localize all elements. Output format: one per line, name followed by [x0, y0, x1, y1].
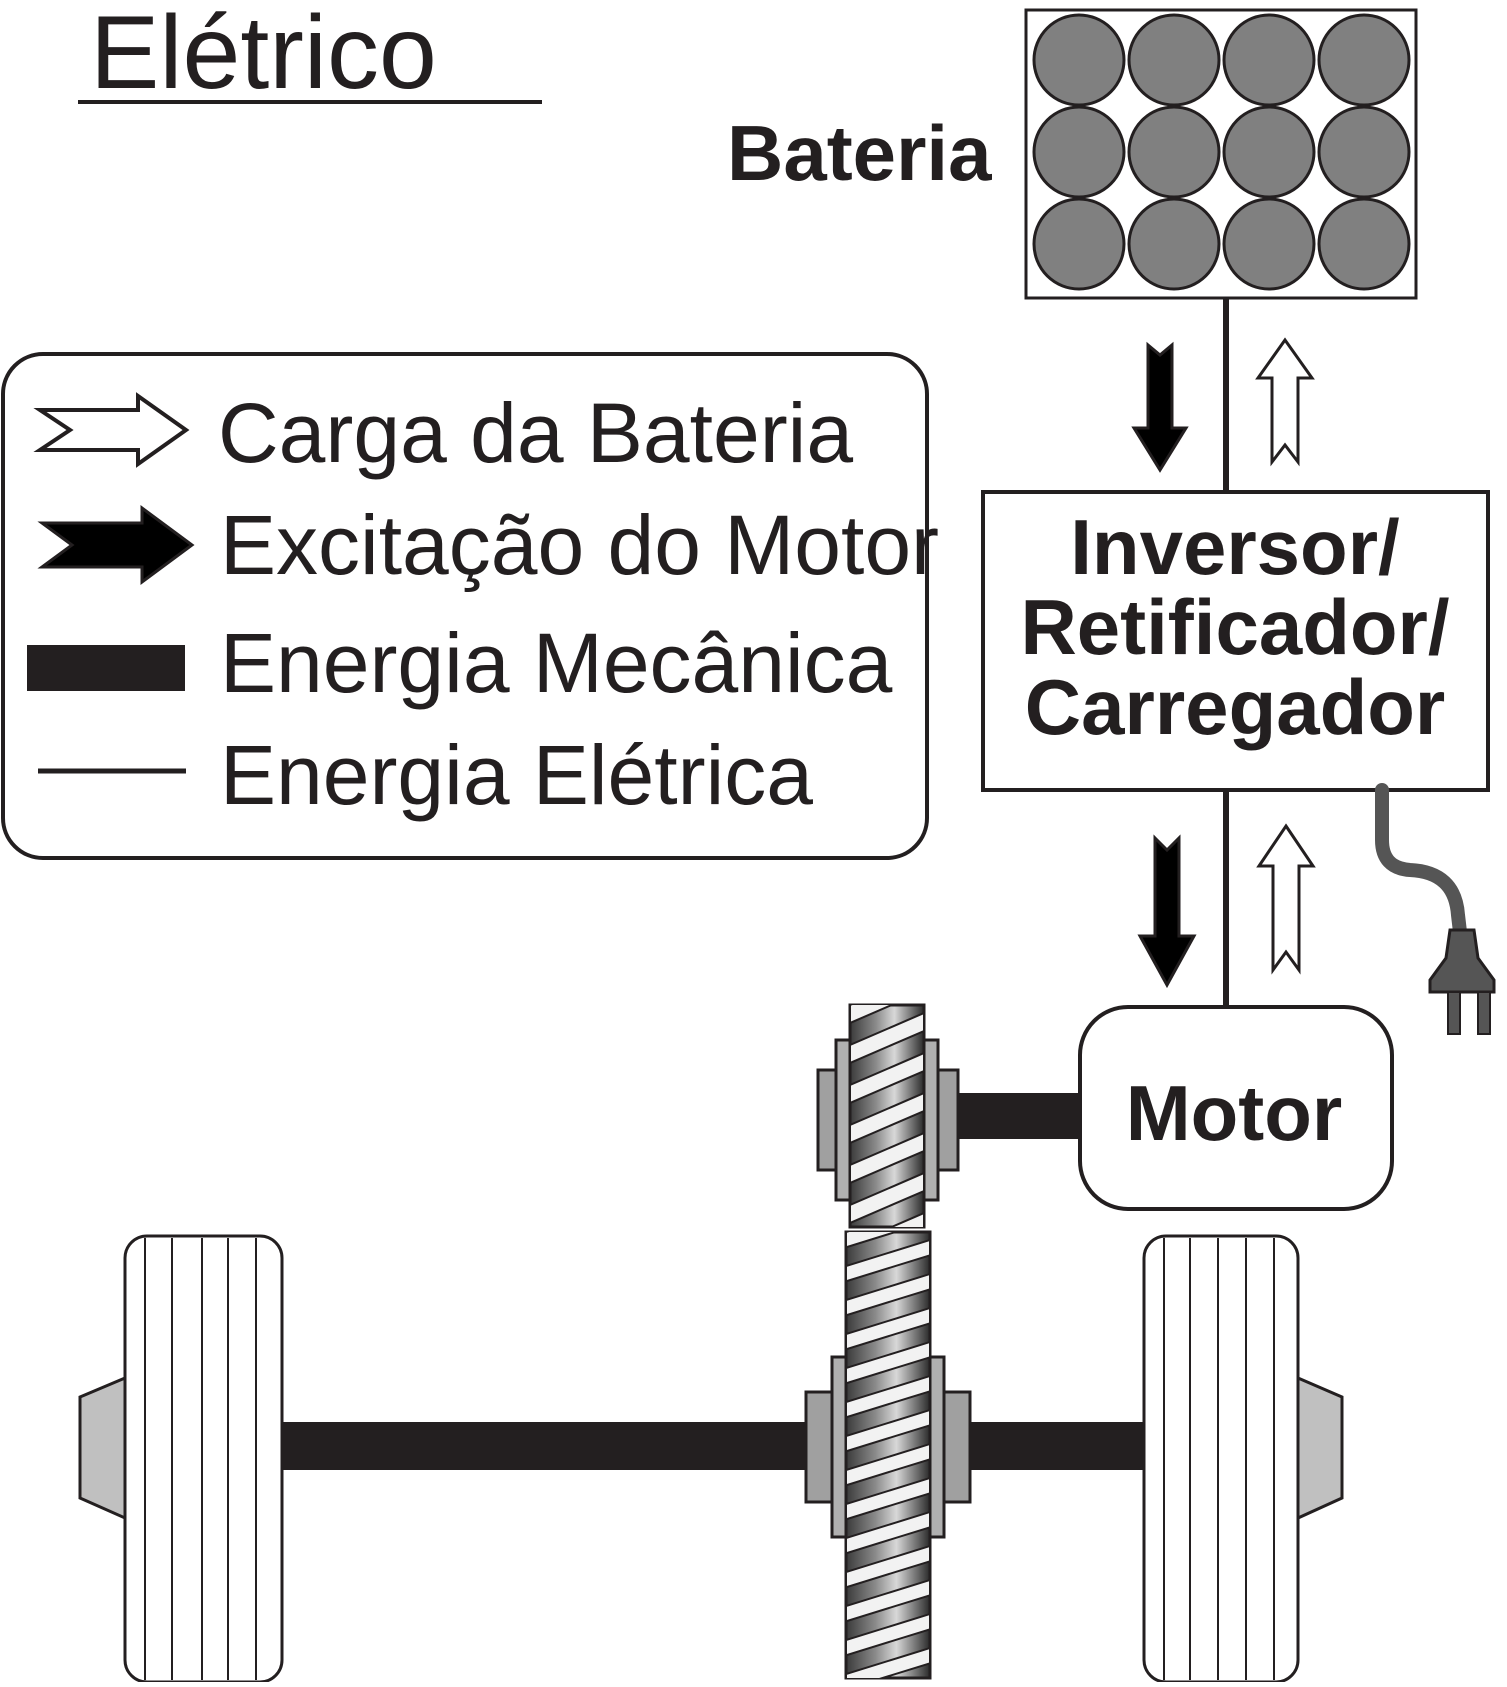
battery-cell [1127, 13, 1221, 107]
left-hub [78, 1375, 127, 1521]
gear-tooth [850, 1005, 895, 1025]
gear-tooth [850, 1051, 924, 1105]
legend-label-electrical-energy: Energia Elétrica [220, 728, 813, 822]
battery-cell [1032, 13, 1126, 107]
battery-cell [1127, 197, 1221, 291]
inverter-box: Inversor/ Retificador/ Carregador [981, 490, 1490, 792]
gear-tooth [850, 1171, 924, 1225]
pinion-gear [816, 1003, 960, 1229]
thick-bar-icon [27, 645, 185, 691]
battery-cell [1317, 13, 1411, 107]
gear-tooth [846, 1272, 930, 1317]
gear-tooth [846, 1510, 930, 1555]
gear-tooth [846, 1476, 930, 1521]
gear-tooth [846, 1612, 930, 1657]
battery-cells [1032, 13, 1411, 291]
gear-tooth [846, 1544, 930, 1589]
gear-tooth [846, 1646, 930, 1678]
motor-shaft [958, 1093, 1082, 1139]
hollow-arrow-up-icon [1256, 823, 1316, 975]
battery-cell [1127, 105, 1221, 199]
plug-icon [1375, 783, 1496, 1035]
inverter-label-line3: Carregador [1025, 663, 1445, 751]
right-wheel-tread [1163, 1238, 1275, 1680]
gear-tooth [846, 1238, 930, 1283]
axle [78, 1234, 1344, 1684]
gear-tooth [846, 1578, 930, 1623]
battery-cell [1222, 13, 1316, 107]
battery: Bateria [727, 8, 1418, 300]
axle-shaft [280, 1422, 1150, 1470]
differential-gear [804, 1230, 972, 1680]
solid-arrow-icon [37, 505, 195, 585]
battery-label: Bateria [727, 109, 992, 197]
legend-label-motor-excitation: Excitação do Motor [220, 498, 939, 592]
battery-cell [1222, 105, 1316, 199]
battery-cell [1032, 197, 1126, 291]
inverter-label-line2: Retificador/ [1020, 583, 1449, 671]
inverter-label-line1: Inversor/ [1070, 503, 1399, 591]
left-wheel [123, 1234, 284, 1684]
gear-tooth [850, 1091, 924, 1145]
gear-tooth [846, 1442, 930, 1487]
hollow-arrow-up-icon [1255, 337, 1315, 467]
left-wheel-tread [144, 1238, 257, 1680]
battery-cell [1317, 105, 1411, 199]
gear-tooth [846, 1306, 930, 1351]
legend: Carga da Bateria Excitação do Motor Ener… [1, 352, 939, 860]
legend-box [1, 352, 929, 860]
gear-tooth [846, 1232, 899, 1249]
gear-tooth [850, 1011, 924, 1065]
legend-label-mechanical-energy: Energia Mecânica [220, 616, 893, 710]
gear-tooth [846, 1408, 930, 1453]
solid-arrow-down-icon [1137, 834, 1197, 989]
gear-tooth [889, 1211, 924, 1227]
hollow-arrow-icon [33, 392, 190, 468]
motor: Motor [1078, 1005, 1394, 1211]
legend-label-battery-charge: Carga da Bateria [218, 386, 853, 480]
battery-cell [1317, 197, 1411, 291]
battery-cell [1222, 197, 1316, 291]
solid-arrow-down-icon [1131, 341, 1189, 473]
gear-tooth [850, 1131, 924, 1185]
inverter-frame [981, 490, 1490, 792]
battery-cell [1032, 105, 1126, 199]
page-title: Elétrico [90, 0, 437, 111]
motor-label: Motor [1126, 1069, 1343, 1157]
gear-tooth [846, 1340, 930, 1385]
right-hub [1296, 1375, 1344, 1521]
gear-tooth [846, 1374, 930, 1419]
